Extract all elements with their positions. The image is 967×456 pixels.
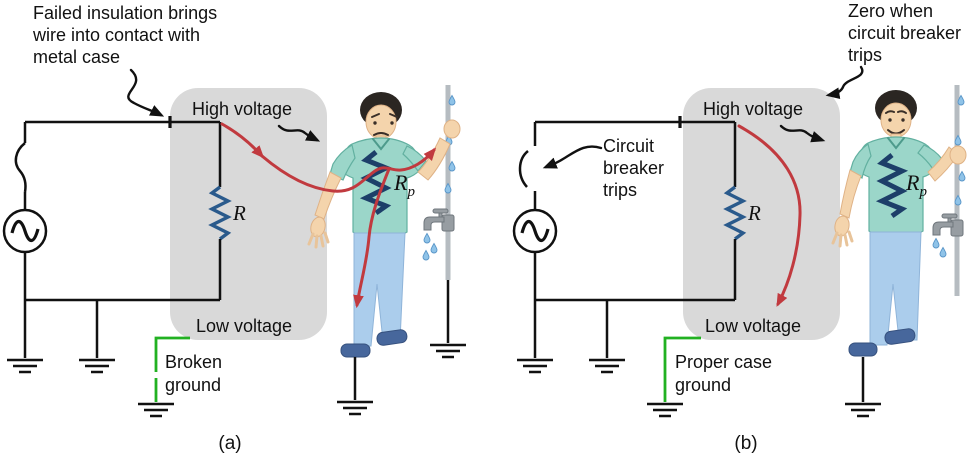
open-breaker-arc-icon-b [518, 150, 529, 188]
svg-text:Circuit: Circuit [603, 136, 654, 156]
breaker-arrow-icon-b [542, 145, 603, 169]
high-voltage-arrow-icon-a [277, 124, 321, 142]
left-forearm-a [314, 171, 342, 220]
svg-text:wire into contact with: wire into contact with [32, 25, 200, 45]
worried-face-a [371, 113, 398, 136]
body-resistance-label-b: Rp [905, 170, 927, 200]
zero-current-annotation: Zero when circuit breaker trips [825, 1, 961, 100]
svg-text:circuit breaker: circuit breaker [848, 23, 961, 43]
ground-icon [77, 358, 117, 374]
closed-breaker-bend-a [14, 142, 27, 193]
svg-text:Failed insulation brings: Failed insulation brings [33, 3, 217, 23]
low-voltage-label-b: Low voltage [705, 316, 801, 336]
panel-a: Rp High voltage Low voltage R Broken gro… [2, 3, 468, 454]
ground-icon [428, 343, 468, 359]
circuit-wires-a [2, 116, 232, 374]
caption-b: (b) [734, 433, 757, 454]
broken-ground-wire-upper-a [154, 336, 190, 372]
resistor-icon-b [723, 185, 747, 241]
right-hand-b [949, 145, 967, 165]
person-b: Rp [831, 90, 967, 418]
collar-b [887, 137, 905, 150]
water-pipe-b [932, 85, 966, 296]
appliance-metal-case-b [683, 88, 840, 340]
left-shoe-a [340, 343, 371, 358]
svg-text:ground: ground [165, 375, 221, 395]
resistor-icon-a [208, 185, 232, 241]
collar-a [372, 138, 390, 151]
ground-icon [587, 358, 627, 374]
left-forearm-b [839, 169, 862, 219]
ground-icon [335, 400, 375, 416]
fingers-b [831, 230, 854, 248]
right-sleeve-a [402, 145, 427, 173]
fingers-a [307, 231, 330, 249]
ac-source-icon-b [512, 208, 558, 254]
svg-text:Broken: Broken [165, 352, 222, 372]
caption-a: (a) [218, 433, 241, 454]
broken-ground-label-a: Broken ground [165, 352, 222, 395]
low-voltage-label-a: Low voltage [196, 316, 292, 336]
ground-icon [645, 402, 685, 418]
ground-icon [515, 358, 555, 374]
ground-icon [843, 402, 883, 418]
panel-b: Rp High voltage Low voltage R Proper cas… [512, 1, 967, 454]
svg-text:trips: trips [603, 180, 637, 200]
high-voltage-arrow-icon-b [779, 124, 826, 143]
proper-case-ground-label-b: Proper case ground [675, 352, 772, 395]
svg-text:Proper case: Proper case [675, 352, 772, 372]
right-hand-a [443, 119, 461, 139]
svg-text:breaker: breaker [603, 158, 664, 178]
face-b [880, 102, 912, 138]
person-a: Rp [307, 92, 461, 416]
body-resistance-icon-b [875, 153, 909, 219]
proper-ground-wire-b [663, 336, 701, 402]
ground-icon [136, 402, 176, 418]
current-arrow-through-resistor-b [737, 124, 802, 307]
appliance-metal-case-a [170, 88, 327, 340]
ground-icon [5, 358, 45, 374]
pants-a [353, 232, 406, 347]
svg-text:ground: ground [675, 375, 731, 395]
resistor-label-a: R [232, 201, 246, 225]
fault-current-path-a [220, 122, 437, 309]
current-arrow-body-to-ground-a [353, 167, 391, 309]
annotation-arrow-icon-a1 [127, 68, 165, 117]
high-voltage-label-a: High voltage [192, 99, 292, 119]
right-shoe-b [884, 328, 916, 345]
current-arrow-case-a [220, 122, 265, 159]
high-voltage-label-b: High voltage [703, 99, 803, 119]
proper-case-ground-b [645, 336, 701, 418]
right-shoe-a [376, 329, 408, 346]
current-arrow-body-to-pipe-a [260, 147, 437, 193]
circuit-breaker-annotation: Circuit breaker trips [542, 136, 664, 200]
left-shoe-b [848, 342, 878, 357]
broken-ground-a [136, 336, 190, 418]
circuit-wires-b [512, 116, 747, 374]
pants-b [869, 231, 922, 346]
water-pipe-a [422, 85, 468, 359]
body-resistance-label-a: Rp [393, 170, 415, 200]
svg-text:trips: trips [848, 45, 882, 65]
svg-text:Zero when: Zero when [848, 1, 933, 21]
failed-insulation-annotation: Failed insulation brings wire into conta… [32, 3, 217, 117]
resistor-label-b: R [747, 201, 761, 225]
zero-arrow-icon-b [825, 65, 864, 100]
ac-source-icon-a [2, 208, 48, 254]
svg-text:metal case: metal case [33, 47, 120, 67]
body-resistance-icon-a [359, 150, 393, 216]
